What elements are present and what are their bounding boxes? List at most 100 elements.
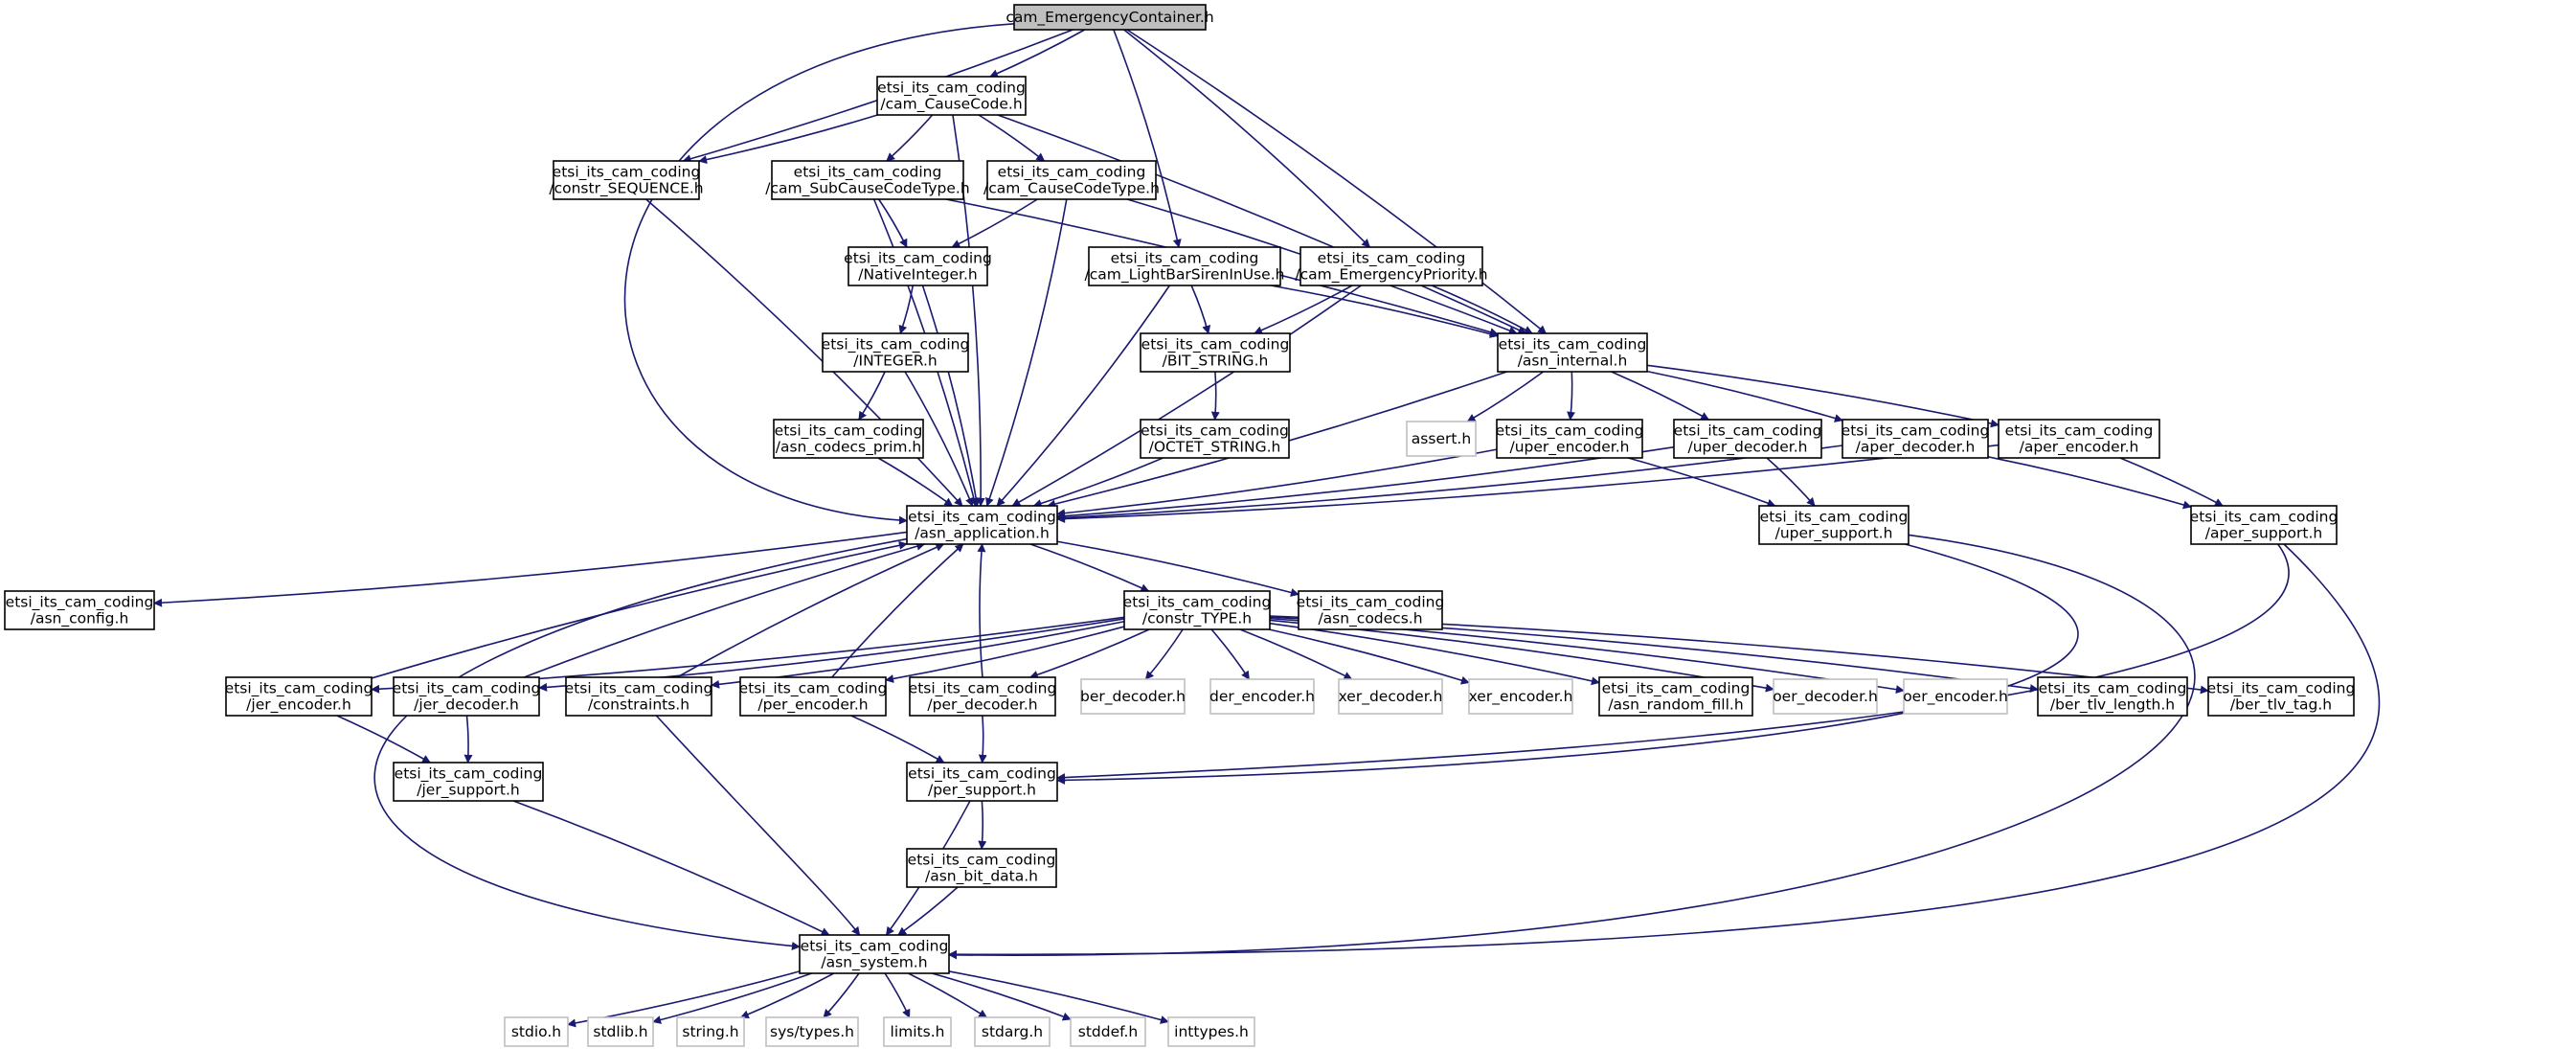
node-stdlib[interactable]: stdlib.h <box>587 1016 654 1047</box>
node-lightbar[interactable]: etsi_its_cam_coding/cam_LightBarSirenInU… <box>1085 246 1285 286</box>
node-oerenc[interactable]: oer_encoder.h <box>1903 678 2008 715</box>
edge-asnsystem-to-stdarg <box>908 972 988 1018</box>
node-jerenc[interactable]: etsi_its_cam_coding/jer_encoder.h <box>225 676 373 717</box>
node-perdec[interactable]: etsi_its_cam_coding/per_decoder.h <box>909 676 1057 717</box>
node-bitstring[interactable]: etsi_its_cam_coding/BIT_STRING.h <box>1140 332 1291 373</box>
node-label: etsi_its_cam_coding <box>801 938 949 956</box>
node-box <box>587 1016 654 1047</box>
node-causetype[interactable]: etsi_its_cam_coding/cam_CauseCodeType.h <box>983 160 1160 200</box>
edge-nativeint-to-asnapp <box>921 285 981 507</box>
edge-aperenc-to-asnapp <box>1056 444 2000 524</box>
node-box <box>1598 676 1753 717</box>
node-subcause[interactable]: etsi_its_cam_coding/cam_SubCauseCodeType… <box>765 160 970 200</box>
node-box <box>1998 419 2160 459</box>
node-inttypes[interactable]: inttypes.h <box>1167 1016 1255 1047</box>
node-persupport[interactable]: etsi_its_cam_coding/per_support.h <box>906 762 1058 802</box>
node-stdarg[interactable]: stdarg.h <box>974 1016 1051 1047</box>
node-aperenc[interactable]: etsi_its_cam_coding/aper_encoder.h <box>1998 419 2160 459</box>
node-xerenc[interactable]: xer_encoder.h <box>1468 678 1573 715</box>
node-xerdec[interactable]: xer_decoder.h <box>1338 678 1443 715</box>
node-box <box>553 160 700 200</box>
edge-emergprio-to-asnapp <box>1011 285 1362 507</box>
node-asnsystem[interactable]: etsi_its_cam_coding/asn_system.h <box>799 934 950 974</box>
edge-root-to-causecode <box>989 29 1086 78</box>
node-label: /cam_SubCauseCodeType.h <box>765 180 969 198</box>
node-bertlvlen[interactable]: etsi_its_cam_coding/ber_tlv_length.h <box>2037 676 2188 717</box>
edge-causetype-to-nativeint <box>951 198 1038 248</box>
node-string[interactable]: string.h <box>676 1016 745 1047</box>
node-label: etsi_its_cam_coding <box>1674 422 1822 441</box>
edge-constraints-to-asnapp <box>676 543 945 678</box>
edge-causetype-to-asnapp <box>985 198 1068 507</box>
edge-uperenc-to-asnapp <box>1056 448 1498 518</box>
node-jerdec[interactable]: etsi_its_cam_coding/jer_decoder.h <box>393 676 541 717</box>
node-asnconfig[interactable]: etsi_its_cam_coding/asn_config.h <box>4 590 155 630</box>
node-apersupport[interactable]: etsi_its_cam_coding/aper_support.h <box>2190 505 2339 545</box>
node-label: oer_encoder.h <box>1903 688 2008 706</box>
edge-root-to-asninternal <box>1126 29 1548 334</box>
node-label: assert.h <box>1412 430 1471 447</box>
node-derenc[interactable]: der_encoder.h <box>1209 678 1315 715</box>
node-label: etsi_its_cam_coding <box>908 765 1056 784</box>
edge-constrtype-to-constraints <box>711 620 1125 689</box>
node-oerdec[interactable]: oer_decoder.h <box>1773 678 1878 715</box>
edge-constr_seq-to-asnapp <box>645 198 963 507</box>
node-limits[interactable]: limits.h <box>883 1016 952 1047</box>
node-systypes[interactable]: sys/types.h <box>765 1016 859 1047</box>
node-uperenc[interactable]: etsi_its_cam_coding/uper_encoder.h <box>1496 419 1644 459</box>
edge-asninternal-to-aperenc <box>1646 364 2000 428</box>
node-asncodecs[interactable]: etsi_its_cam_coding/asn_codecs.h <box>1297 590 1445 630</box>
node-jersupport[interactable]: etsi_its_cam_coding/jer_support.h <box>393 762 544 802</box>
node-label: xer_encoder.h <box>1469 688 1573 706</box>
node-label: etsi_its_cam_coding <box>739 680 888 698</box>
node-stdio[interactable]: stdio.h <box>504 1016 569 1047</box>
node-constrtype[interactable]: etsi_its_cam_coding/constr_TYPE.h <box>1123 590 1272 630</box>
node-octetstring[interactable]: etsi_its_cam_coding/OCTET_STRING.h <box>1140 419 1290 459</box>
node-box <box>676 1016 745 1047</box>
node-label: etsi_its_cam_coding <box>2039 680 2187 698</box>
node-box <box>1338 678 1443 715</box>
edge-subcause-to-nativeint <box>878 198 908 248</box>
node-label: etsi_its_cam_coding <box>565 680 713 698</box>
node-root[interactable]: cam_EmergencyContainer.h <box>1006 4 1214 31</box>
node-label: /jer_support.h <box>417 782 519 800</box>
node-upersupport[interactable]: etsi_its_cam_coding/uper_support.h <box>1758 505 1909 545</box>
node-emergprio[interactable]: etsi_its_cam_coding/cam_EmergencyPriorit… <box>1295 246 1488 286</box>
node-label: etsi_its_cam_coding <box>844 250 992 268</box>
node-asnapp[interactable]: etsi_its_cam_coding/asn_application.h <box>906 505 1058 545</box>
node-constr_seq[interactable]: etsi_its_cam_coding/constr_SEQUENCE.h <box>549 160 704 200</box>
node-integer[interactable]: etsi_its_cam_coding/INTEGER.h <box>822 332 970 373</box>
node-box <box>2037 676 2188 717</box>
node-causecode[interactable]: etsi_its_cam_coding/cam_CauseCode.h <box>876 76 1027 116</box>
node-assert[interactable]: assert.h <box>1406 421 1477 457</box>
node-bitdata[interactable]: etsi_its_cam_coding/asn_bit_data.h <box>906 848 1057 888</box>
node-constraints[interactable]: etsi_its_cam_coding/constraints.h <box>565 676 713 717</box>
node-box <box>799 934 950 974</box>
node-box <box>2207 676 2355 717</box>
node-box <box>1123 590 1271 630</box>
node-label: /uper_support.h <box>1775 525 1893 543</box>
node-box <box>1298 590 1443 630</box>
node-uperdec[interactable]: etsi_its_cam_coding/uper_decoder.h <box>1673 419 1822 459</box>
node-asninternal[interactable]: etsi_its_cam_coding/asn_internal.h <box>1497 332 1648 373</box>
node-box <box>1167 1016 1255 1047</box>
node-label: etsi_its_cam_coding <box>877 80 1026 98</box>
node-label: /cam_CauseCode.h <box>880 96 1022 114</box>
node-aperdec[interactable]: etsi_its_cam_coding/aper_decoder.h <box>1842 419 1990 459</box>
node-label: etsi_its_cam_coding <box>1760 509 1909 527</box>
node-box <box>1080 678 1186 715</box>
edge-asnapp-to-asnconfig <box>153 531 908 607</box>
node-randomfill[interactable]: etsi_its_cam_coding/asn_random_fill.h <box>1598 676 1753 717</box>
node-label: /uper_decoder.h <box>1688 439 1808 457</box>
node-perenc[interactable]: etsi_its_cam_coding/per_encoder.h <box>739 676 888 717</box>
edge-asnsystem-to-inttypes <box>948 970 1169 1024</box>
node-berdec[interactable]: ber_decoder.h <box>1080 678 1186 715</box>
node-codecsprim[interactable]: etsi_its_cam_coding/asn_codecs_prim.h <box>773 419 924 459</box>
node-nativeint[interactable]: etsi_its_cam_coding/NativeInteger.h <box>844 246 992 286</box>
node-bertlvtag[interactable]: etsi_its_cam_coding/ber_tlv_tag.h <box>2207 676 2356 717</box>
edge-uperdec-to-upersupport <box>1766 457 1816 507</box>
node-label: oer_decoder.h <box>1773 688 1878 706</box>
edge-constraints-to-asnsystem <box>655 715 861 936</box>
node-stddef[interactable]: stddef.h <box>1070 1016 1146 1047</box>
